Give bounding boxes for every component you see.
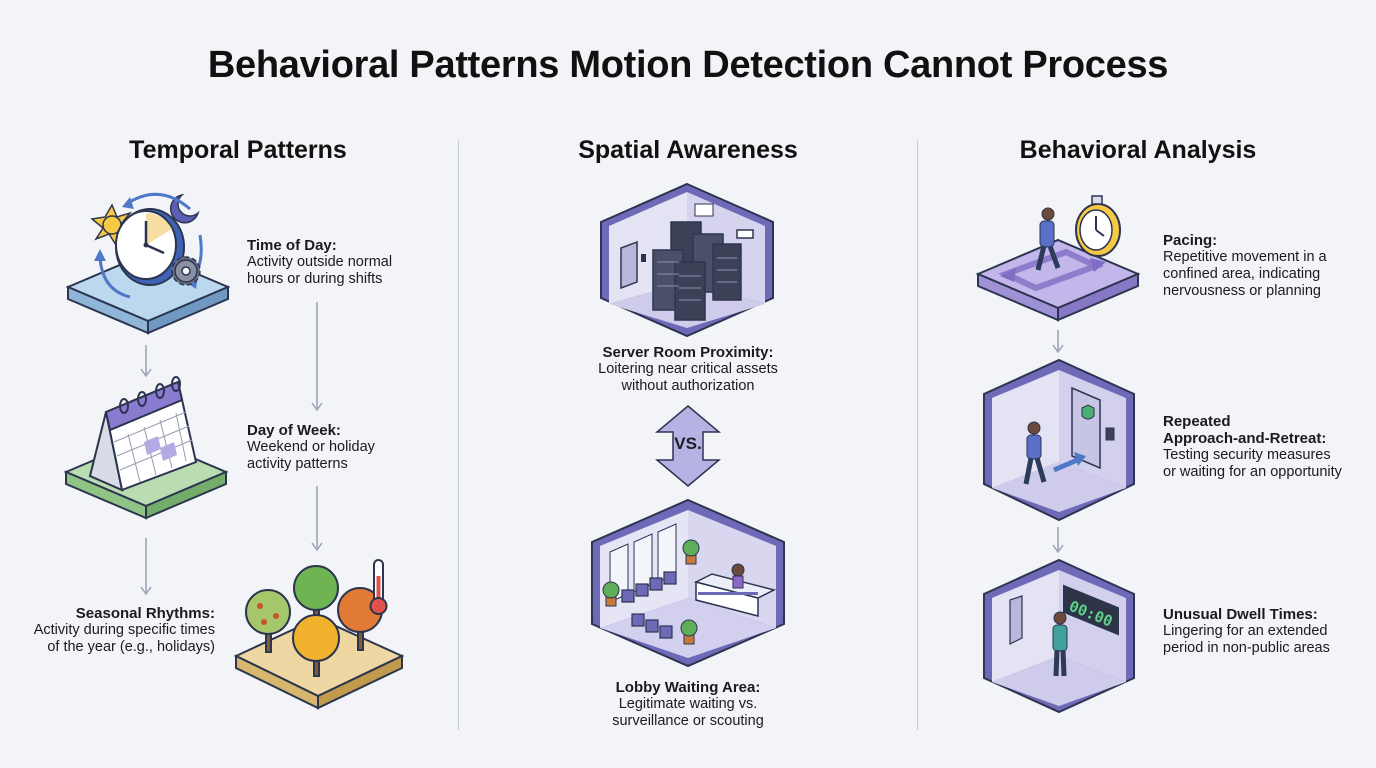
column-divider-right: [917, 140, 918, 730]
pacing-label: Pacing: Repetitive movement in a confine…: [1163, 232, 1327, 299]
temporal-flow-arrows: [140, 302, 323, 596]
behavioral-heading: Behavioral Analysis: [1019, 136, 1257, 164]
day-of-week-label: Day of Week: Weekend or holiday activity…: [247, 422, 375, 472]
pacing-icon: [975, 195, 1141, 322]
behavioral-flow-arrows: [1052, 330, 1064, 554]
spatial-heading: Spatial Awareness: [578, 136, 798, 164]
lobby-waiting-area-icon: [591, 498, 785, 668]
time-of-day-label: Time of Day: Activity outside normal hou…: [247, 237, 393, 287]
dwell-times-label: Unusual Dwell Times: Lingering for an ex…: [1163, 606, 1330, 656]
approach-retreat-label: Repeated Approach-and-Retreat: Testing s…: [1163, 413, 1342, 480]
versus-double-arrow-icon: [654, 405, 722, 487]
calendar-icon: [63, 376, 229, 520]
approach-retreat-door-icon: [983, 358, 1135, 522]
page-title: Behavioral Patterns Motion Detection Can…: [207, 44, 1169, 86]
server-room-label: Server Room Proximity: Loitering near cr…: [598, 344, 778, 394]
clock-cycle-icon: [65, 192, 231, 335]
dwell-time-room-icon: 00:00: [983, 558, 1135, 714]
lobby-waiting-label: Lobby Waiting Area: Legitimate waiting v…: [612, 679, 764, 729]
seasonal-trees-icon: [233, 559, 405, 710]
seasonal-rhythms-label: Seasonal Rhythms: Activity during specif…: [33, 605, 215, 655]
temporal-heading: Temporal Patterns: [129, 136, 347, 164]
versus-label: VS.: [674, 434, 702, 453]
column-divider-left: [458, 140, 459, 730]
server-room-icon: [600, 182, 774, 338]
